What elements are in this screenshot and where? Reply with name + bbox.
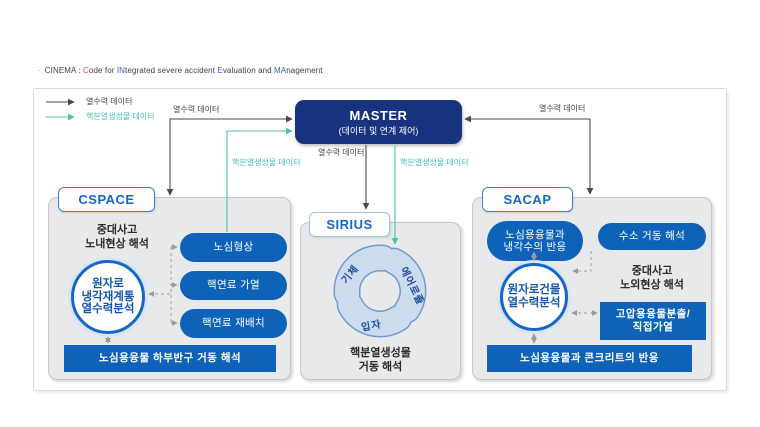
cspace-pill-core-geometry: 노심형상 (180, 233, 287, 262)
title-bullet: · (38, 66, 41, 75)
label-sirius-fission: 핵분열생성물 데이터 (400, 158, 469, 167)
sacap-rect-hpme-dch: 고압용융물분출/ 직접가열 (600, 302, 706, 340)
master-title: MASTER (349, 107, 408, 123)
legend-item-fission: 핵분열생성물 데이터 (45, 109, 154, 124)
fission-arrow-icon (46, 113, 75, 120)
cspace-bottom-bar: 노심용융물 하부반구 거동 해석 (64, 345, 276, 372)
cspace-pill-fuel-heating: 핵연료 가열 (180, 271, 287, 300)
master-box: MASTER (데이터 및 연계 제어) (295, 100, 462, 144)
label-cspace-thermal: 열수력 데이터 (173, 105, 220, 114)
sacap-bottom-bar: 노심용융물과 콘크리트의 반응 (487, 345, 692, 372)
master-subtitle: (데이터 및 연계 제어) (338, 125, 419, 136)
legend-item-thermal: 열수력 데이터 (45, 94, 154, 109)
sirius-header: SIRIUS (309, 212, 390, 237)
page-title: ·CINEMA : Code for INtegrated severe acc… (38, 66, 323, 75)
legend: 열수력 데이터 핵분열생성물 데이터 (45, 94, 154, 124)
sacap-pill-melt-coolant-reaction: 노심용융물과 냉각수의 반응 (487, 221, 583, 261)
legend-label-thermal: 열수력 데이터 (86, 97, 133, 106)
diagram-title: CINEMA : Code for INtegrated severe acci… (44, 66, 323, 75)
legend-label-fission: 핵분열생성물 데이터 (86, 112, 155, 121)
sacap-pill-hydrogen-behavior: 수소 거동 해석 (598, 223, 706, 250)
cspace-description: 중대사고 노내현상 해석 (85, 224, 149, 250)
thermal-arrow-icon (46, 98, 75, 105)
cspace-header: CSPACE (58, 187, 155, 212)
label-cspace-fission: 핵분열생성물 데이터 (232, 158, 301, 167)
sacap-description: 중대사고 노외현상 해석 (620, 265, 684, 291)
label-sacap-thermal: 열수력 데이터 (539, 104, 586, 113)
cspace-pill-fuel-relocation: 핵연료 재배치 (180, 309, 287, 338)
sirius-caption: 핵분열생성물 거동 해석 (350, 347, 411, 373)
label-sirius-thermal: 열수력 데이터 (318, 148, 365, 157)
cspace-circle-rcs-thermal-analysis: 원자로 냉각재계통 열수력분석 (71, 260, 145, 334)
sacap-circle-containment-thermal-analysis: 원자로건물 열수력분석 (500, 263, 568, 331)
cycle-ring-icon (333, 244, 427, 338)
sirius-cycle-diagram (330, 241, 430, 341)
sacap-header: SACAP (482, 187, 573, 212)
